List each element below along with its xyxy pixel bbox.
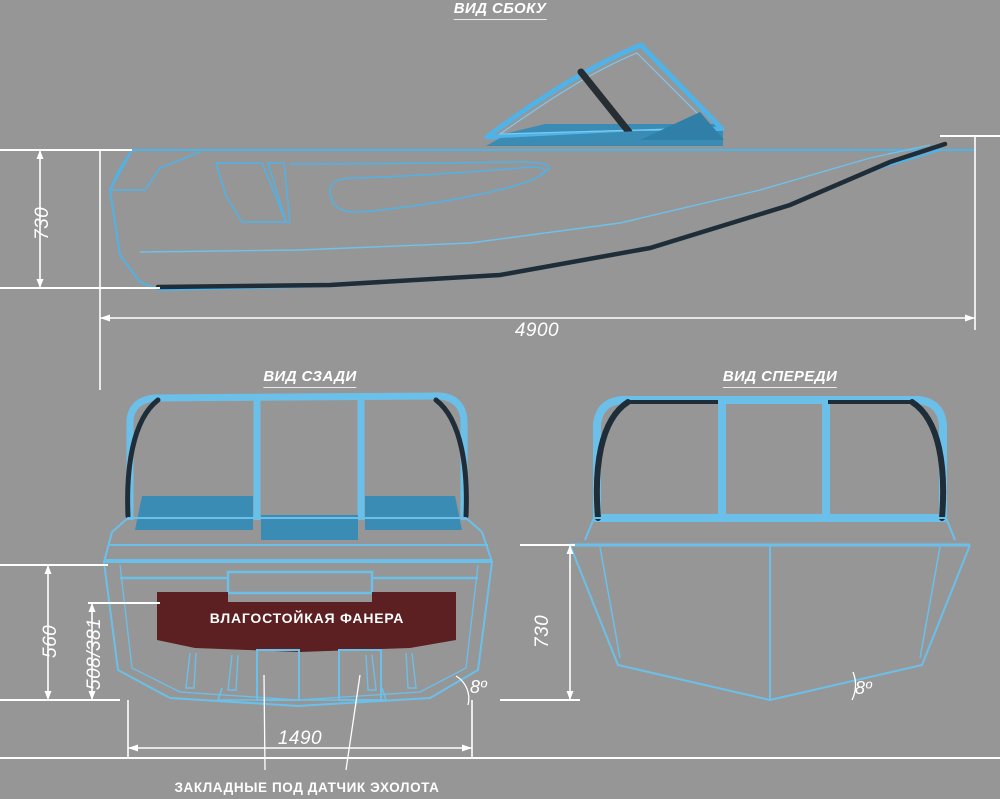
side-windshield-inner bbox=[498, 52, 714, 135]
rear-fin-4 bbox=[405, 652, 417, 689]
rear-view-group bbox=[102, 392, 494, 771]
rear-beam-dimension: 1490 bbox=[277, 728, 323, 749]
rear-post-left bbox=[125, 397, 161, 519]
side-dim-730-arrow-top bbox=[36, 150, 44, 159]
side-panel-swoosh-outer bbox=[289, 161, 550, 176]
rear-gunwale-right bbox=[481, 531, 493, 563]
rear-windshield-arch bbox=[126, 392, 468, 520]
front-view-group bbox=[569, 396, 971, 702]
rear-leader-left bbox=[263, 674, 266, 771]
front-deadrise-angle: 8º bbox=[855, 678, 872, 698]
side-windshield-frame bbox=[484, 42, 725, 140]
side-panel-stripe-a bbox=[215, 162, 287, 223]
front-dim-730-arrow-top bbox=[566, 545, 574, 554]
rear-total-height-dimension: 560 bbox=[40, 624, 61, 658]
plywood-annotation: ВЛАГОСТОЙКАЯ ФАНЕРА bbox=[209, 610, 405, 626]
side-view-group bbox=[108, 42, 975, 292]
rear-plywood-band bbox=[157, 592, 456, 652]
rear-dim-560-arrow-top bbox=[44, 565, 52, 574]
rear-hull-outline bbox=[102, 561, 494, 708]
front-view-title: ВИД СПЕРЕДИ bbox=[722, 368, 838, 388]
rear-view-dimensions bbox=[0, 564, 1000, 759]
rear-transom-notch bbox=[226, 578, 374, 595]
rear-dim-1490-arrow-left bbox=[128, 744, 138, 752]
front-view-dimensions bbox=[500, 544, 580, 701]
side-panel-stripe-b bbox=[267, 162, 291, 223]
front-height-dimension: 730 bbox=[532, 614, 553, 648]
front-post-left bbox=[593, 399, 631, 521]
rear-post-right bbox=[433, 397, 469, 519]
front-windshield-arch bbox=[593, 396, 947, 520]
front-post-right bbox=[909, 399, 947, 521]
rear-dim-508-arrow-top bbox=[88, 603, 96, 612]
rear-fin-2 bbox=[227, 654, 239, 691]
side-view-dimensions bbox=[0, 135, 1000, 390]
side-chine-line bbox=[139, 144, 931, 253]
front-hull-chine-right bbox=[919, 546, 941, 659]
rear-panel-right bbox=[365, 496, 462, 530]
rear-echo-pad-left bbox=[256, 649, 300, 701]
rear-panel-left bbox=[135, 496, 253, 530]
rear-dim-1490-arrow-right bbox=[462, 744, 472, 752]
rear-transom-height-dimension: 508/381 bbox=[84, 617, 105, 690]
side-deck-wedge bbox=[640, 112, 724, 140]
side-dim-730-arrow-bottom bbox=[36, 279, 44, 288]
rear-gunwale-left bbox=[103, 531, 113, 563]
front-hull-chine-left bbox=[599, 546, 621, 659]
rear-keel-plate bbox=[216, 687, 388, 701]
side-length-dimension: 4900 bbox=[514, 320, 560, 341]
side-dim-4900-arrow-left bbox=[100, 314, 110, 322]
side-height-dimension: 730 bbox=[32, 206, 53, 240]
rear-transom-rail bbox=[120, 570, 478, 580]
side-gunwale-step bbox=[110, 151, 201, 191]
rear-deadrise-angle: 8º bbox=[470, 677, 487, 697]
front-deck-edge bbox=[584, 517, 956, 541]
rear-dim-560-arrow-bottom bbox=[44, 691, 52, 700]
side-view-title: ВИД СБОКУ bbox=[453, 0, 547, 20]
rear-fin-3 bbox=[365, 654, 377, 691]
rear-deck-line bbox=[111, 517, 483, 533]
rear-leader-right bbox=[345, 674, 361, 771]
rear-view-title: ВИД СЗАДИ bbox=[263, 368, 357, 388]
front-angle-arc bbox=[851, 671, 857, 701]
front-dim-730-arrow-bottom bbox=[566, 691, 574, 700]
side-panel-swoosh bbox=[329, 166, 546, 213]
side-transom-edge bbox=[109, 149, 133, 191]
rear-angle-arc bbox=[455, 675, 470, 706]
side-keel-stripe bbox=[155, 141, 948, 290]
rear-hull-fins bbox=[185, 652, 417, 691]
side-dim-4900-arrow-right bbox=[965, 314, 975, 322]
echo-sounder-pads-annotation: ЗАКЛАДНЫЕ ПОД ДАТЧИК ЭХОЛОТА bbox=[174, 780, 440, 795]
side-windshield-post bbox=[577, 68, 633, 136]
rear-panel-center bbox=[261, 515, 358, 540]
rear-fin-1 bbox=[185, 652, 197, 689]
rear-dim-508-arrow-bottom bbox=[88, 691, 96, 700]
